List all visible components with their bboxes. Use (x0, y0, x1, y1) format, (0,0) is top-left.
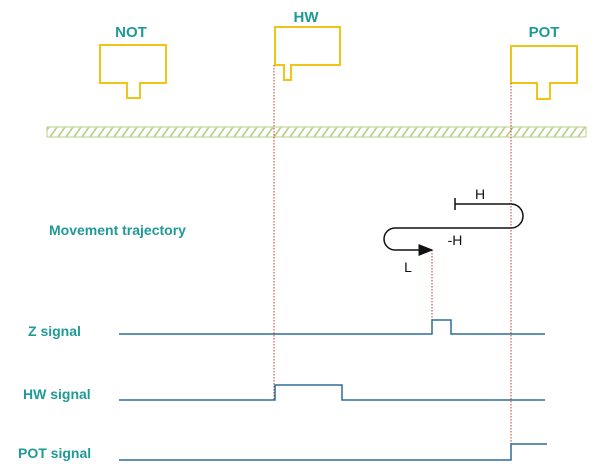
pot-switch-label: POT (529, 24, 560, 41)
pot-switch-icon (510, 45, 578, 100)
z-signal-label: Z signal (28, 323, 81, 339)
segment-label-neg-h: -H (448, 232, 463, 248)
hw-signal-waveform (119, 384, 545, 401)
pot-signal-label: POT signal (18, 445, 91, 461)
segment-label-h: H (475, 186, 485, 202)
hw-switch-label: HW (294, 9, 320, 26)
rail (46, 126, 587, 138)
movement-trajectory-label: Movement trajectory (49, 222, 186, 238)
not-switch-label: NOT (115, 24, 147, 41)
hw-switch-icon (274, 26, 341, 81)
segment-label-l: L (404, 259, 412, 275)
z-signal-waveform (119, 319, 545, 335)
hw-signal-label: HW signal (23, 386, 91, 402)
not-switch-icon (99, 44, 167, 99)
trajectory-path (383, 203, 524, 256)
pot-signal-waveform (119, 443, 547, 461)
